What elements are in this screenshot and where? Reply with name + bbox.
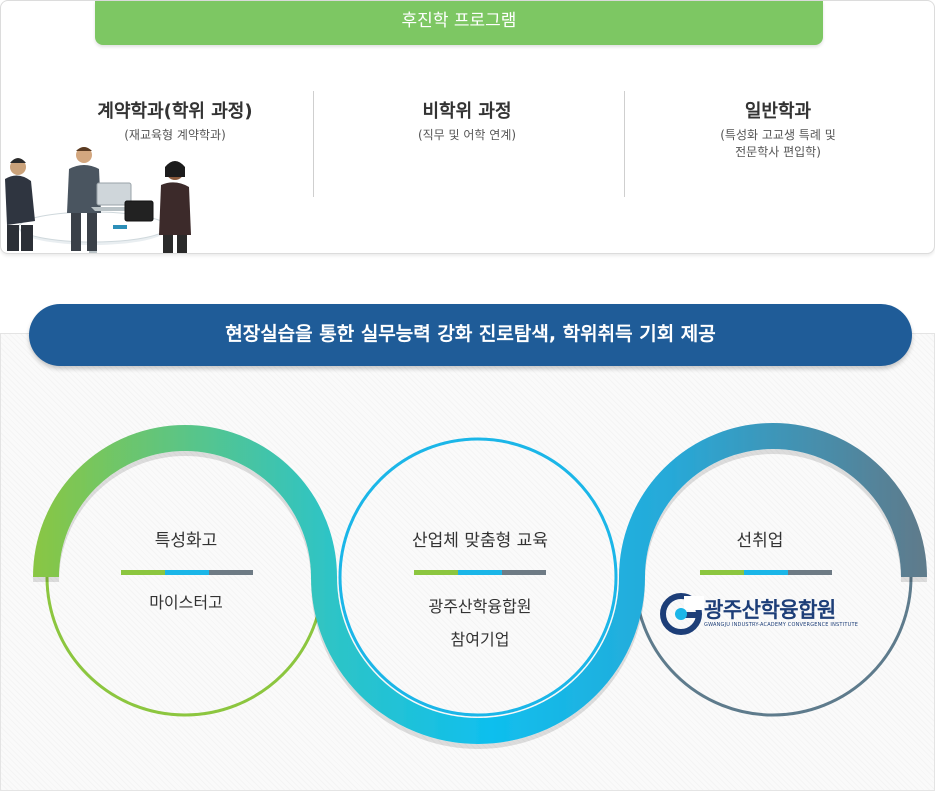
node-divider-bar bbox=[121, 570, 253, 575]
column-contract-dept: 계약학과(학위 과정) (재교육형 계약학과) bbox=[25, 97, 325, 144]
column-general-dept: 일반학과 (특성화 고교생 특례 및 전문학사 편입학) bbox=[628, 97, 928, 161]
logo-name: 광주산학융합원 bbox=[704, 598, 836, 622]
node-title-specialized-high: 특성화고 bbox=[154, 531, 218, 551]
column-title: 비학위 과정 bbox=[422, 101, 512, 122]
benefit-banner: 현장실습을 통한 실무능력 강화 진로탐색, 학위취득 기회 제공 bbox=[29, 304, 912, 366]
node-divider-bar bbox=[700, 570, 832, 575]
bottom-panel bbox=[0, 333, 935, 791]
top-panel: 후진학 프로그램 계약학과(학위 과정) (재교육형 계약학과) 비학위 과정 … bbox=[0, 0, 935, 254]
gwangju-logo: 광주산학융합원 GWANGJU INDUSTRY-ACADEMY CONVERG… bbox=[660, 592, 860, 638]
node-text-participants: 광주산학융합원 참여기업 bbox=[428, 597, 532, 649]
gwangju-logo-icon bbox=[660, 593, 704, 635]
column-subtitle: (재교육형 계약학과) bbox=[124, 128, 226, 142]
column-subtitle: (특성화 고교생 특례 및 전문학사 편입학) bbox=[720, 128, 836, 159]
node-text-meister-high: 마이스터고 bbox=[149, 593, 223, 612]
column-title: 계약학과(학위 과정) bbox=[97, 101, 253, 122]
wave-band bbox=[33, 423, 927, 744]
column-divider bbox=[313, 91, 314, 197]
node-title-employment-first: 선취업 bbox=[736, 531, 784, 551]
node-divider-bar bbox=[414, 570, 546, 575]
node-title-custom-education: 산업체 맞춤형 교육 bbox=[412, 531, 548, 551]
column-non-degree: 비학위 과정 (직무 및 어학 연계) bbox=[317, 97, 617, 144]
program-banner: 후진학 프로그램 bbox=[95, 1, 823, 45]
column-divider bbox=[624, 91, 625, 197]
column-title: 일반학과 bbox=[744, 101, 812, 122]
column-subtitle: (직무 및 어학 연계) bbox=[417, 128, 517, 142]
ring-custom-education bbox=[338, 437, 618, 717]
logo-subtitle: GWANGJU INDUSTRY-ACADEMY CONVERGENCE INS… bbox=[704, 622, 859, 628]
meeting-illustration bbox=[5, 147, 191, 253]
